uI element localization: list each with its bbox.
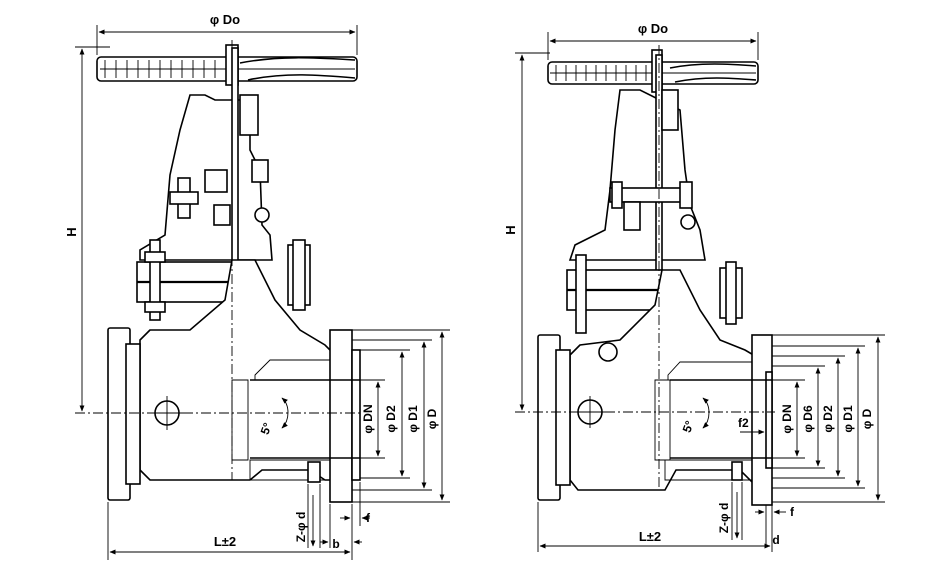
- right-label-d: φ D: [860, 408, 874, 429]
- right-label-dn: φ DN: [780, 404, 794, 433]
- left-label-d1: φ D1: [406, 405, 420, 433]
- right-handwheel: [547, 49, 759, 93]
- left-dim-diameters: φ DN φ D2 φ D1 φ D: [250, 329, 450, 503]
- right-inlet-flange: [537, 334, 571, 501]
- right-label-l: L±2: [639, 529, 661, 544]
- left-label-d: φ D: [425, 408, 439, 429]
- right-label-zd: Z-φ d: [717, 503, 731, 534]
- right-dim-do: φ Do: [547, 21, 759, 60]
- right-label-d6: φ D6: [801, 405, 815, 433]
- right-label-f2: f2: [738, 416, 749, 430]
- right-outlet-flange: [670, 334, 773, 506]
- left-dim-bottom: Z-φ d b f: [294, 482, 371, 551]
- right-valve-drawing: φ Do H φ DN φ D6 φ D2 φ D1: [503, 21, 885, 552]
- right-label-angle: 5°: [680, 419, 697, 435]
- left-label-b: b: [332, 537, 339, 551]
- left-label-h: H: [64, 227, 79, 236]
- left-label-do: φ Do: [210, 12, 240, 27]
- left-bonnet-flange: [136, 239, 311, 321]
- left-label-l: L±2: [214, 534, 236, 549]
- left-handwheel: [96, 44, 358, 86]
- left-inlet-flange: [107, 327, 141, 501]
- right-dim-l: L±2: [537, 502, 773, 552]
- left-label-angle: 5°: [258, 421, 275, 437]
- right-dim-h: H: [503, 52, 550, 411]
- left-label-dn: φ DN: [361, 404, 375, 433]
- left-valve-drawing: φ Do H φ DN φ D2 φ D1 φ D: [64, 12, 450, 560]
- right-label-do: φ Do: [638, 21, 668, 36]
- right-bonnet-flange: [566, 254, 743, 334]
- left-angle-mark: 5°: [258, 397, 289, 437]
- right-angle-mark: 5°: [680, 397, 710, 435]
- right-dim-f2: f2: [738, 416, 765, 435]
- right-label-d2: φ D2: [821, 405, 835, 433]
- left-dim-l: L±2: [107, 502, 353, 560]
- left-dim-h: H: [64, 46, 110, 412]
- left-dim-do: φ Do: [96, 12, 358, 55]
- left-label-f: f: [366, 511, 371, 525]
- left-bonnet: [139, 47, 273, 379]
- right-label-f: f: [790, 505, 795, 519]
- left-label-zd: Z-φ d: [294, 512, 308, 543]
- right-label-d-thk: d: [772, 533, 779, 547]
- right-dim-bottom: Z-φ d f d: [717, 482, 795, 547]
- right-dim-diameters: φ DN φ D6 φ D2 φ D1 φ D: [670, 334, 885, 503]
- right-label-h: H: [503, 225, 518, 234]
- left-outlet-flange: [250, 329, 361, 503]
- right-label-d1: φ D1: [841, 405, 855, 433]
- left-label-d2: φ D2: [384, 405, 398, 433]
